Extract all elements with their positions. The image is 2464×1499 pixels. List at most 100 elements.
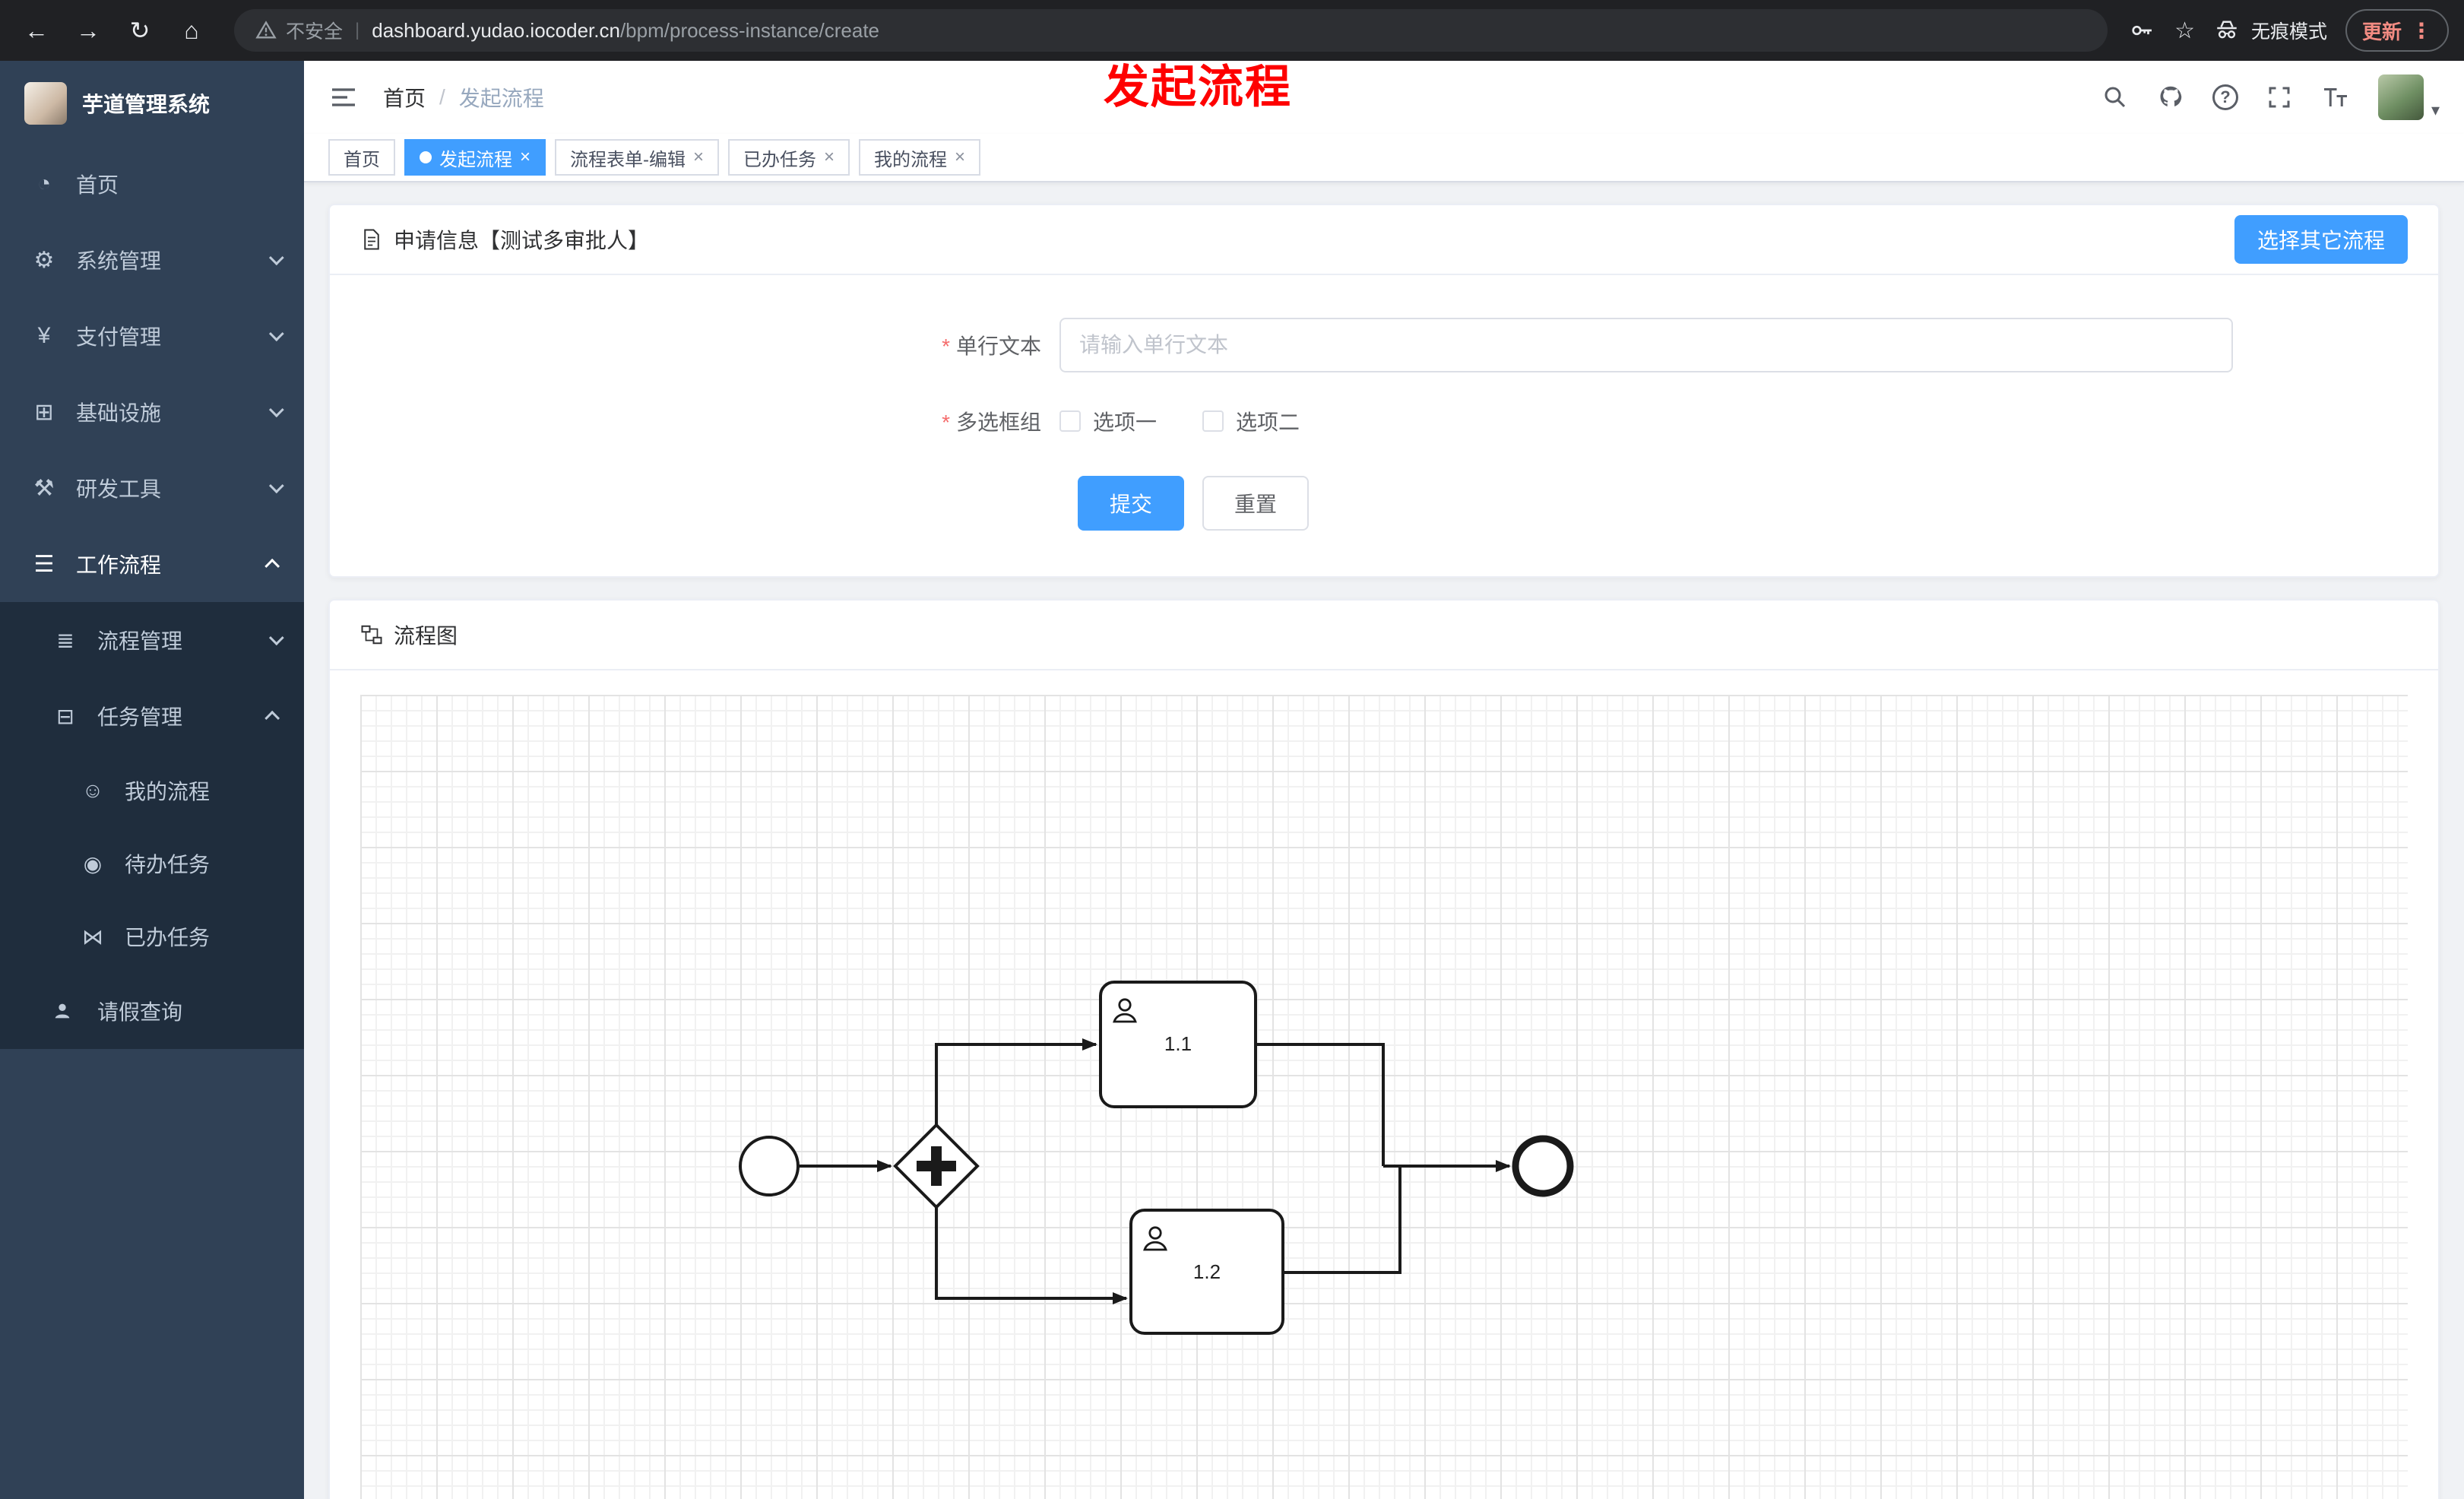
close-icon[interactable]: ×: [520, 147, 531, 167]
font-size-icon[interactable]: [2320, 84, 2351, 111]
checkbox-icon[interactable]: [1059, 410, 1081, 432]
process-icon: ≣: [56, 628, 74, 652]
sidebar-item-label: 任务管理: [97, 705, 183, 729]
browser-menu-icon[interactable]: ⋮: [2411, 18, 2432, 43]
chevron-down-icon: [268, 478, 284, 494]
task-label: 1.2: [1193, 1260, 1221, 1283]
sidebar: 芋道管理系统 ◔ 首页 ⚙ 系统管理 ¥ 支付管理 ⊞ 基础设施: [0, 61, 304, 1499]
reset-button[interactable]: 重置: [1202, 476, 1310, 531]
gear-icon: ⚙: [33, 247, 55, 273]
avatar[interactable]: [2377, 74, 2424, 120]
bpmn-user-task-2[interactable]: 1.2: [1129, 1209, 1284, 1335]
tab-label: 已办任务: [743, 149, 817, 170]
security-label[interactable]: 不安全: [255, 17, 343, 44]
app-frame: 芋道管理系统 ◔ 首页 ⚙ 系统管理 ¥ 支付管理 ⊞ 基础设施: [0, 61, 2464, 1499]
breadcrumb: 首页 / 发起流程: [383, 82, 544, 113]
sidebar-item-leave-query[interactable]: 请假查询: [0, 973, 304, 1049]
apply-card-header: 申请信息【测试多审批人】 选择其它流程: [330, 205, 2438, 275]
warning-icon: [255, 21, 277, 39]
key-icon[interactable]: [2129, 17, 2156, 44]
checkbox-option-1[interactable]: 选项一: [1059, 406, 1157, 436]
done-task-icon: ⋈: [82, 924, 103, 949]
sidebar-item-label: 支付管理: [76, 325, 162, 349]
navbar-right-tools: ? ▾: [2101, 74, 2440, 120]
browser-chrome: ← → ↻ ⌂ 不安全 | dashboard.yudao.iocoder.cn…: [0, 0, 2464, 61]
tab-home[interactable]: 首页: [328, 139, 395, 176]
app-logo[interactable]: 芋道管理系统: [0, 61, 304, 146]
person-icon: [52, 1000, 79, 1022]
url-text[interactable]: dashboard.yudao.iocoder.cn/bpm/process-i…: [372, 19, 879, 43]
chevron-up-icon: [264, 710, 280, 726]
required-mark: *: [942, 334, 950, 358]
select-other-process-button[interactable]: 选择其它流程: [2234, 215, 2408, 264]
update-label: 更新: [2361, 20, 2402, 43]
bpmn-end-event[interactable]: [1512, 1135, 1574, 1197]
close-icon[interactable]: ×: [693, 147, 705, 167]
user-task-icon: [1148, 1226, 1162, 1240]
home-icon[interactable]: ⌂: [184, 16, 199, 44]
my-process-icon: ☺: [81, 778, 104, 802]
process-diagram-card: 流程图: [328, 599, 2440, 1499]
breadcrumb-home[interactable]: 首页: [383, 87, 426, 110]
update-button[interactable]: 更新 ⋮: [2345, 9, 2449, 52]
annotation-title: 发起流程: [1104, 62, 1292, 113]
checkbox-option-2[interactable]: 选项二: [1202, 406, 1300, 436]
github-icon[interactable]: [2156, 83, 2185, 112]
chevron-down-icon: [268, 402, 284, 418]
flowchart-icon: [361, 625, 382, 645]
sidebar-item-process-mgmt[interactable]: ≣ 流程管理: [0, 602, 304, 678]
bpmn-diagram: 1.1 1.2: [739, 981, 1574, 1335]
field-label-text: 单行文本: [955, 334, 1041, 358]
fullscreen-icon[interactable]: [2266, 84, 2293, 111]
chevron-down-icon: [268, 250, 284, 266]
sidebar-item-label: 首页: [76, 173, 119, 197]
tab-my-process[interactable]: 我的流程 ×: [859, 139, 981, 176]
incognito-label: 无痕模式: [2250, 21, 2327, 43]
sidebar-item-devtools[interactable]: ⚒ 研发工具: [0, 450, 304, 526]
workflow-submenu: ≣ 流程管理 ⊟ 任务管理 ☺ 我的流程 ◉ 待办任务: [0, 602, 304, 1049]
sidebar-item-task-mgmt[interactable]: ⊟ 任务管理: [0, 678, 304, 754]
sidebar-item-todo-task[interactable]: ◉ 待办任务: [0, 827, 304, 900]
breadcrumb-current: 发起流程: [458, 87, 544, 110]
url-path: /bpm/process-instance/create: [619, 18, 879, 42]
field-label-text: 多选框组: [955, 410, 1041, 434]
user-task-icon: [1113, 1013, 1137, 1023]
sidebar-item-payment[interactable]: ¥ 支付管理: [0, 298, 304, 374]
checkbox-icon[interactable]: [1202, 410, 1224, 432]
sidebar-item-my-process[interactable]: ☺ 我的流程: [0, 754, 304, 827]
tab-form-edit[interactable]: 流程表单-编辑 ×: [555, 139, 720, 176]
document-icon: [364, 229, 379, 250]
reload-icon[interactable]: ↻: [129, 17, 150, 44]
back-icon[interactable]: ←: [24, 16, 49, 44]
url-bar[interactable]: 不安全 | dashboard.yudao.iocoder.cn/bpm/pro…: [234, 9, 2108, 52]
tab-label: 发起流程: [439, 149, 512, 170]
single-line-text-input[interactable]: [1059, 318, 2233, 372]
caret-down-icon: ▾: [2431, 100, 2440, 119]
close-icon[interactable]: ×: [824, 147, 835, 167]
bookmark-star-icon[interactable]: ☆: [2174, 17, 2195, 43]
diagram-card-title: 流程图: [394, 624, 458, 648]
forward-icon[interactable]: →: [76, 16, 100, 44]
close-icon[interactable]: ×: [955, 147, 966, 167]
sidebar-item-system[interactable]: ⚙ 系统管理: [0, 222, 304, 298]
help-icon[interactable]: ?: [2212, 84, 2238, 110]
bpmn-canvas[interactable]: 1.1 1.2: [360, 695, 2408, 1499]
bpmn-start-event[interactable]: [739, 1136, 800, 1196]
sidebar-item-workflow[interactable]: ☰ 工作流程: [0, 526, 304, 602]
user-menu[interactable]: ▾: [2377, 74, 2440, 120]
sidebar-item-infra[interactable]: ⊞ 基础设施: [0, 374, 304, 450]
search-icon[interactable]: [2101, 84, 2129, 111]
sidebar-item-label: 我的流程: [125, 780, 211, 803]
bpmn-user-task-1[interactable]: 1.1: [1099, 981, 1257, 1108]
form-item-checkbox-group: *多选框组 选项一 选项二: [360, 406, 2408, 436]
hamburger-icon[interactable]: [328, 82, 359, 113]
form-item-text: *单行文本: [360, 318, 2408, 372]
required-mark: *: [942, 410, 950, 434]
tab-done-task[interactable]: 已办任务 ×: [728, 139, 850, 176]
sidebar-item-label: 基础设施: [76, 401, 162, 425]
sidebar-item-home[interactable]: ◔ 首页: [0, 146, 304, 222]
tab-create-process[interactable]: 发起流程 ×: [404, 139, 546, 176]
sidebar-item-done-task[interactable]: ⋈ 已办任务: [0, 900, 304, 973]
submit-button[interactable]: 提交: [1078, 476, 1185, 531]
